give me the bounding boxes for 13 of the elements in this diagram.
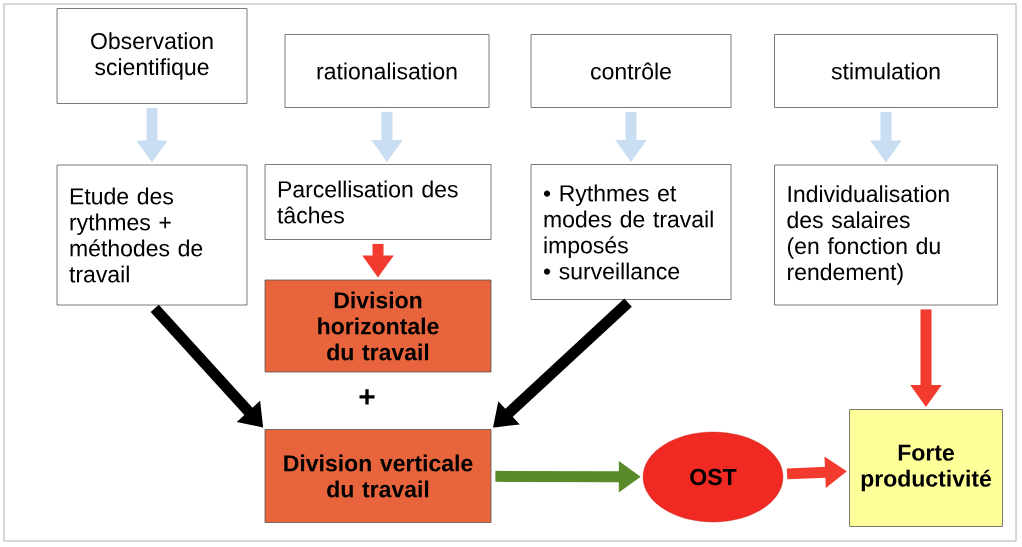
result-box: Division horizontale du travail [264,279,492,373]
arrow [493,298,632,428]
process-box: rationalisation [284,34,490,108]
process-box: stimulation [774,34,998,108]
result-box: Division verticale du travail [264,429,492,523]
plus-sign: + [359,389,375,405]
process-box: Parcellisation des tâches [264,164,492,240]
result-box: Forte productivité [849,409,1003,527]
process-box: Etude des rythmes + méthodes de travail [56,164,248,306]
process-box: Individualisation des salaires (en fonction du rendement) [774,164,998,306]
process-box: contrôle [530,34,732,108]
process-box: • Rythmes et modes de travail imposés • surveillance [530,164,732,300]
process-box: Observation scientifique [56,8,248,104]
